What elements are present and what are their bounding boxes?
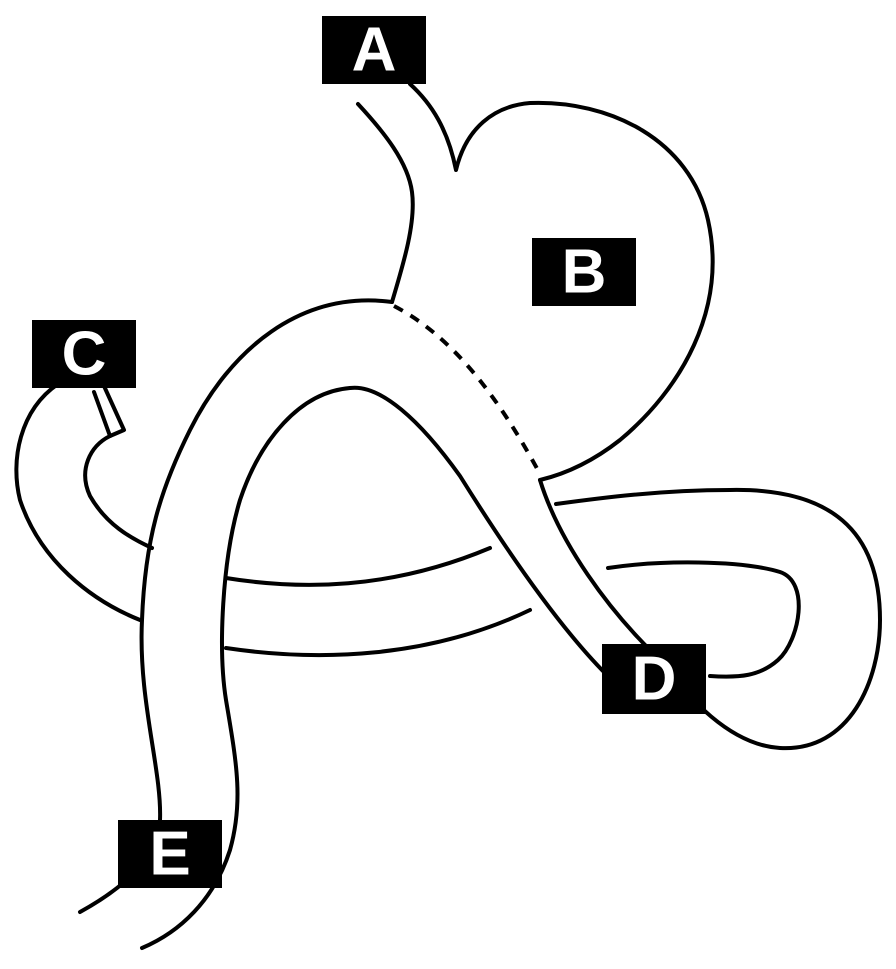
label-c: C xyxy=(32,320,136,389)
label-c-text: C xyxy=(62,320,107,389)
common-channel-lower xyxy=(224,608,532,658)
label-d: D xyxy=(602,644,706,714)
jejunal-loop-inner xyxy=(606,560,801,679)
stump-tube-right xyxy=(102,384,126,438)
label-a: A xyxy=(322,16,426,85)
biliopancreatic-limb-outer xyxy=(14,382,142,622)
label-e-text: E xyxy=(149,820,190,889)
label-e: E xyxy=(118,820,222,889)
stump-tube-left xyxy=(92,390,112,438)
common-channel-upper xyxy=(224,546,492,587)
label-a-text: A xyxy=(352,16,397,85)
label-b-text: B xyxy=(562,238,607,307)
esophagus-left-wall xyxy=(356,102,415,304)
staple-line xyxy=(393,304,542,475)
biliopancreatic-limb-inner xyxy=(83,434,154,550)
stomach-remnant-outline xyxy=(408,82,715,482)
label-b: B xyxy=(532,238,636,307)
label-d-text: D xyxy=(632,645,677,714)
limb-inner-arc xyxy=(348,385,614,682)
roux-limb-inner-wall xyxy=(538,478,882,751)
